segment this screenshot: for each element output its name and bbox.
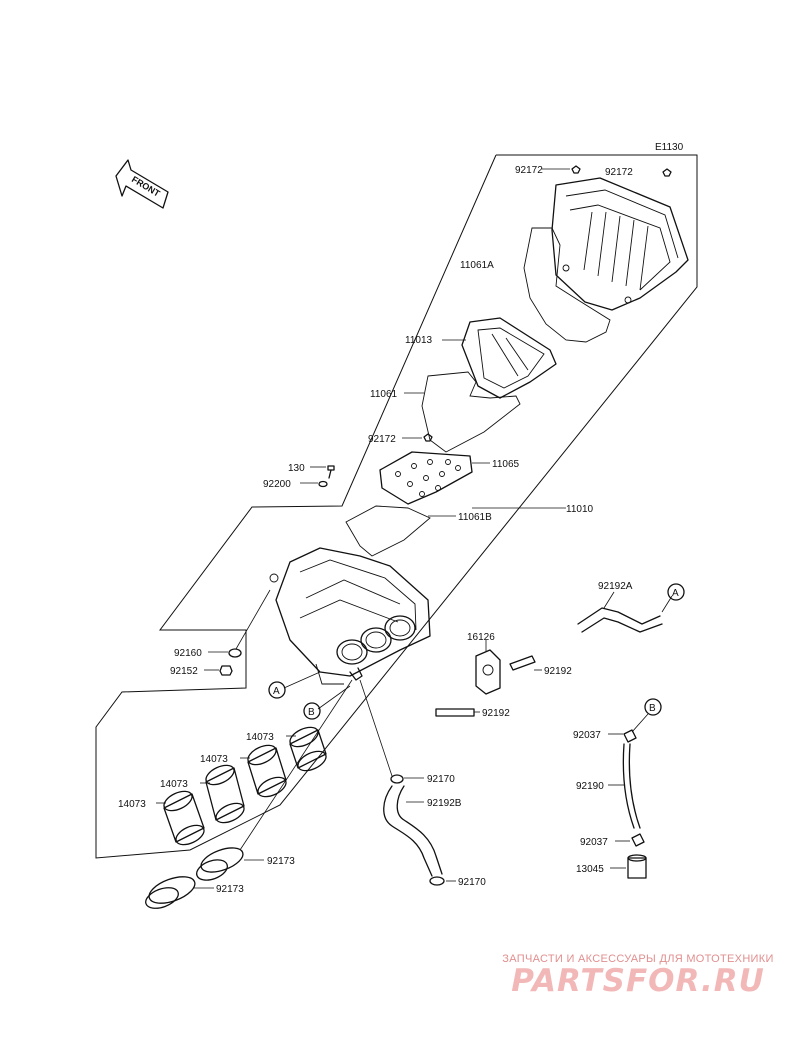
front-label: FRONT (130, 174, 162, 199)
funnel-14073-b (200, 764, 245, 824)
label-92200: 92200 (263, 479, 291, 490)
clamp-92173-upper (196, 847, 264, 881)
diagram-code: E1130 (655, 142, 684, 153)
bolt-130 (310, 465, 335, 479)
label-92170-lower: 92170 (458, 877, 486, 888)
label-11061: 11061 (370, 389, 398, 400)
air-filter-element (442, 317, 557, 399)
label-92160: 92160 (174, 648, 202, 659)
clamp-92170-lower (429, 876, 456, 886)
holder-plate-11065 (379, 451, 490, 505)
label-92192-lower: 92192 (482, 708, 510, 719)
label-11013: 11013 (405, 335, 433, 346)
label-14073-b: 14073 (160, 779, 188, 790)
bolt-92172-left (542, 165, 581, 174)
label-14073-d: 14073 (246, 732, 274, 743)
label-11061b: 11061B (458, 512, 492, 523)
label-14073-a: 14073 (118, 799, 146, 810)
hose-92190 (608, 743, 641, 829)
svg-text:B: B (308, 707, 315, 718)
label-92192-right: 92192 (544, 666, 572, 677)
bolt-92172-mid (402, 433, 433, 442)
label-92152: 92152 (170, 666, 198, 677)
label-16126: 16126 (467, 632, 495, 643)
funnel-14073-a (156, 790, 205, 846)
assembly-frame (95, 154, 698, 859)
label-11010: 11010 (566, 504, 594, 515)
label-14073-c: 14073 (200, 754, 228, 765)
watermark: ЗАПЧАСТИ И АКСЕССУАРЫ ДЛЯ МОТОТЕХНИКИ PA… (478, 953, 798, 999)
hose-92192a (577, 591, 673, 633)
air-cleaner-cover (551, 177, 689, 311)
air-cleaner-housing (269, 547, 431, 685)
cap-13045 (610, 854, 647, 879)
bolt-92172-right (662, 168, 672, 177)
label-92173-lower: 92173 (216, 884, 244, 895)
svg-text:A: A (672, 588, 679, 599)
watermark-subtitle: ЗАПЧАСТИ И АКСЕССУАРЫ ДЛЯ МОТОТЕХНИКИ (502, 953, 774, 965)
label-11065: 11065 (492, 459, 520, 470)
ref-circle-a-right: A (667, 583, 685, 601)
label-92172-a: 92172 (515, 165, 543, 176)
clamp-92037-lower (615, 833, 645, 847)
label-130: 130 (288, 463, 305, 474)
funnel-14073-d (286, 726, 327, 772)
label-92037-upper: 92037 (573, 730, 601, 741)
label-92192a: 92192A (598, 581, 633, 592)
grommet-92160 (208, 648, 242, 658)
funnel-14073-c (240, 744, 287, 798)
label-92170-upper: 92170 (427, 774, 455, 785)
gasket-11061b (345, 505, 431, 557)
label-92172-c: 92172 (368, 434, 396, 445)
hose-92192-short (509, 655, 542, 671)
front-arrow-icon: FRONT (115, 159, 169, 209)
watermark-brand: PARTSFOR.RU (511, 963, 765, 999)
valve-16126 (475, 640, 501, 695)
svg-text:A: A (273, 686, 280, 697)
nut-92152 (204, 665, 233, 676)
hose-92192-long (435, 708, 480, 717)
gasket-11061 (421, 371, 521, 453)
svg-text:B: B (649, 703, 656, 714)
clamp-92037-upper (608, 729, 637, 743)
label-92192b: 92192B (427, 798, 462, 809)
hose-92192b (383, 785, 443, 877)
washer-92200 (300, 480, 328, 488)
cover-gasket-11061a (523, 227, 611, 343)
label-92173-upper: 92173 (267, 856, 295, 867)
clamp-92170-upper (390, 774, 424, 784)
label-92190: 92190 (576, 781, 604, 792)
label-13045: 13045 (576, 864, 604, 875)
clamp-92173-lower (145, 876, 214, 909)
label-11061a: 11061A (460, 260, 494, 271)
ref-circle-b: B (303, 702, 321, 720)
label-92037-lower: 92037 (580, 837, 608, 848)
ref-circle-a: A (268, 681, 286, 699)
ref-circle-b-right: B (644, 698, 662, 716)
label-92172-b: 92172 (605, 167, 633, 178)
